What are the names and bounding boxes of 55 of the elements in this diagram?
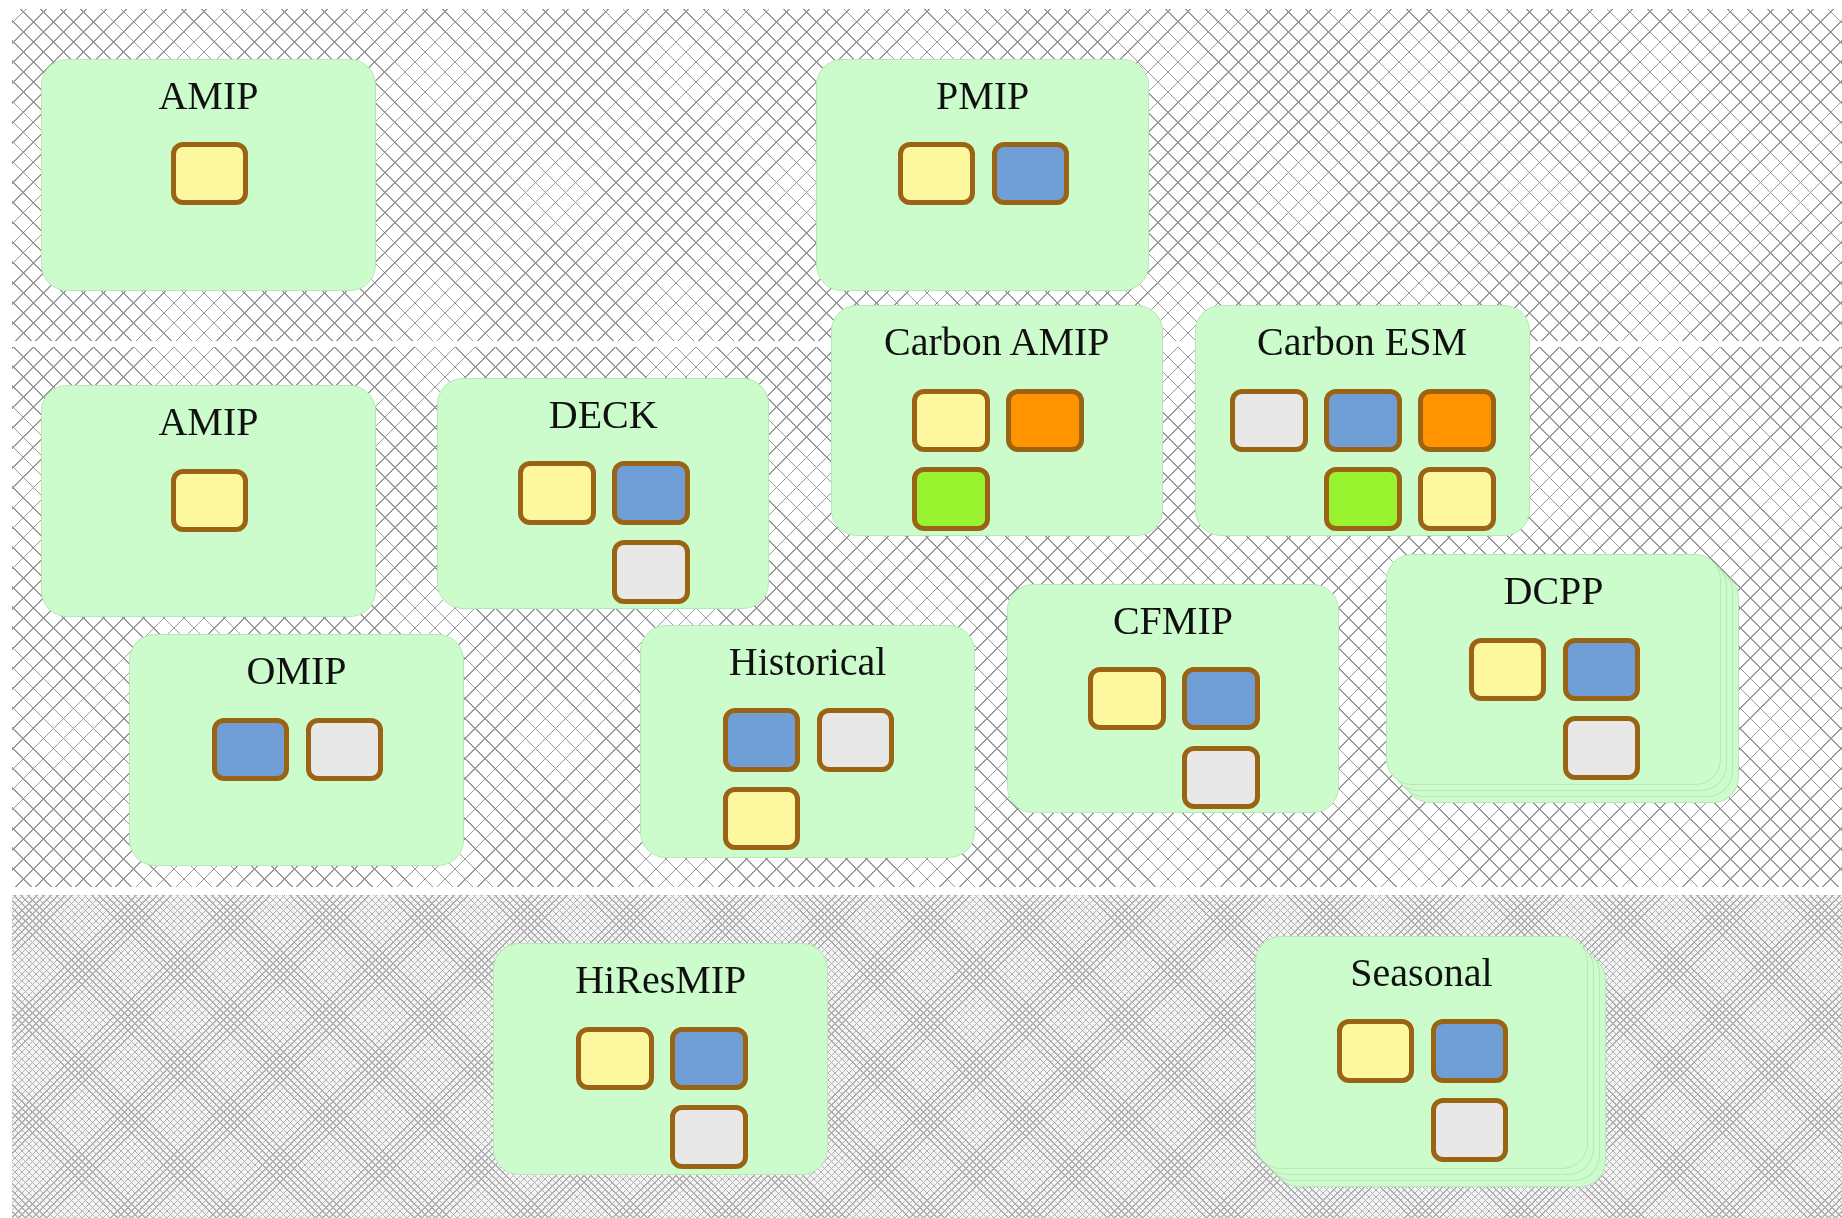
card-title: DCPP <box>1503 567 1604 615</box>
card-title: PMIP <box>935 71 1030 119</box>
card-title: Historical <box>728 637 887 685</box>
card-title: CFMIP <box>1112 596 1233 644</box>
rounded-square <box>518 461 596 525</box>
experiment-card <box>129 634 464 866</box>
rounded-square <box>1230 388 1308 453</box>
rounded-square <box>170 141 249 206</box>
experiment-card <box>41 58 376 292</box>
card-title: AMIP <box>158 398 259 446</box>
card-title: Carbon ESM <box>1257 318 1468 366</box>
experiment-card <box>640 624 975 858</box>
rounded-square <box>912 467 990 531</box>
rounded-square <box>722 786 801 851</box>
rounded-square <box>305 717 384 781</box>
rounded-square <box>576 1026 654 1090</box>
experiment-card <box>493 943 829 1175</box>
rounded-square <box>1430 1019 1509 1083</box>
rounded-square <box>1324 388 1402 453</box>
rounded-square <box>1562 637 1641 702</box>
rounded-square <box>1468 637 1547 702</box>
card-title: HiResMIP <box>575 956 747 1004</box>
rounded-square <box>816 708 895 772</box>
card-title: OMIP <box>246 647 347 695</box>
rounded-square <box>1562 716 1641 780</box>
rounded-square <box>1324 467 1402 531</box>
rounded-square <box>1005 388 1084 453</box>
rounded-square <box>991 141 1070 206</box>
card-title: DECK <box>548 391 658 439</box>
hatched-band <box>11 895 1842 1218</box>
rounded-square <box>1182 745 1260 810</box>
card-title: AMIP <box>158 71 259 119</box>
experiment-card <box>816 58 1149 292</box>
rounded-square <box>211 717 290 781</box>
card-title: Seasonal <box>1350 949 1493 997</box>
rounded-square <box>670 1026 748 1090</box>
rounded-square <box>1088 667 1166 731</box>
rounded-square <box>612 461 690 525</box>
rounded-square <box>1336 1019 1415 1083</box>
experiment-card <box>437 378 770 609</box>
rounded-square <box>612 540 690 604</box>
card-title: Carbon AMIP <box>883 318 1110 366</box>
experiment-card <box>1194 305 1530 536</box>
rounded-square <box>1418 388 1496 453</box>
rounded-square <box>1182 667 1260 731</box>
rounded-square <box>722 708 801 772</box>
rounded-square <box>170 468 249 532</box>
experiment-card <box>41 385 376 617</box>
experiment-card <box>1006 583 1340 813</box>
rounded-square <box>1430 1098 1509 1162</box>
experiment-card <box>830 305 1163 536</box>
rounded-square <box>897 141 976 206</box>
rounded-square <box>1418 467 1496 531</box>
rounded-square <box>912 388 990 453</box>
rounded-square <box>670 1105 748 1169</box>
